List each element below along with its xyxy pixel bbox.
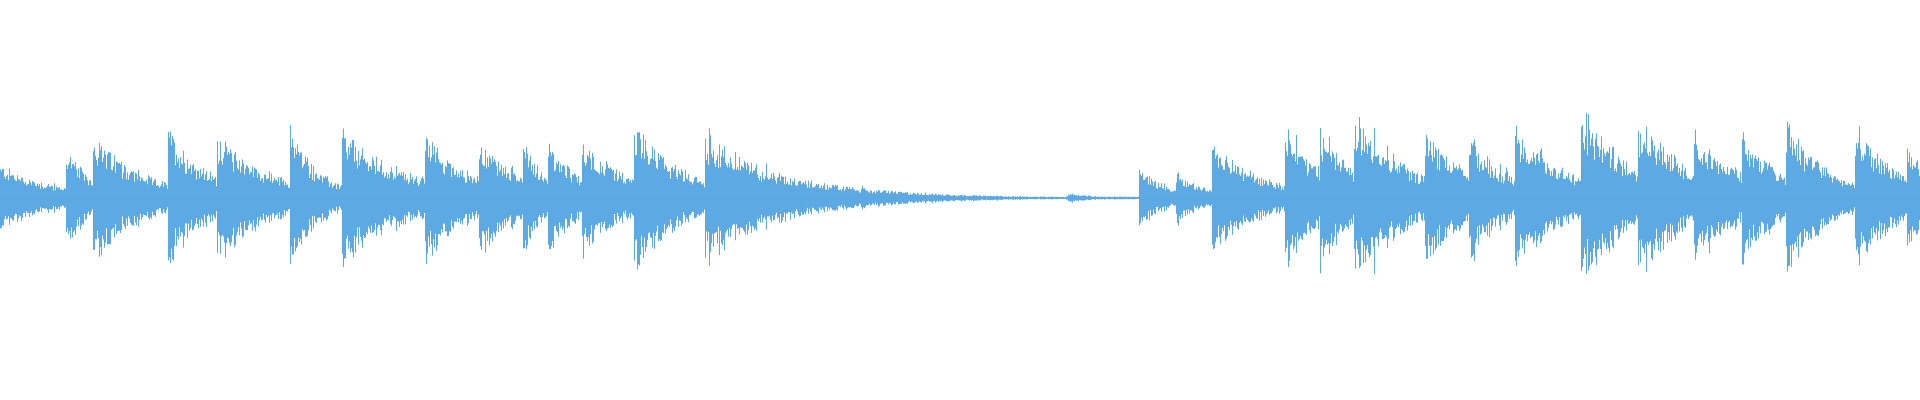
- waveform-path: [0, 112, 1920, 275]
